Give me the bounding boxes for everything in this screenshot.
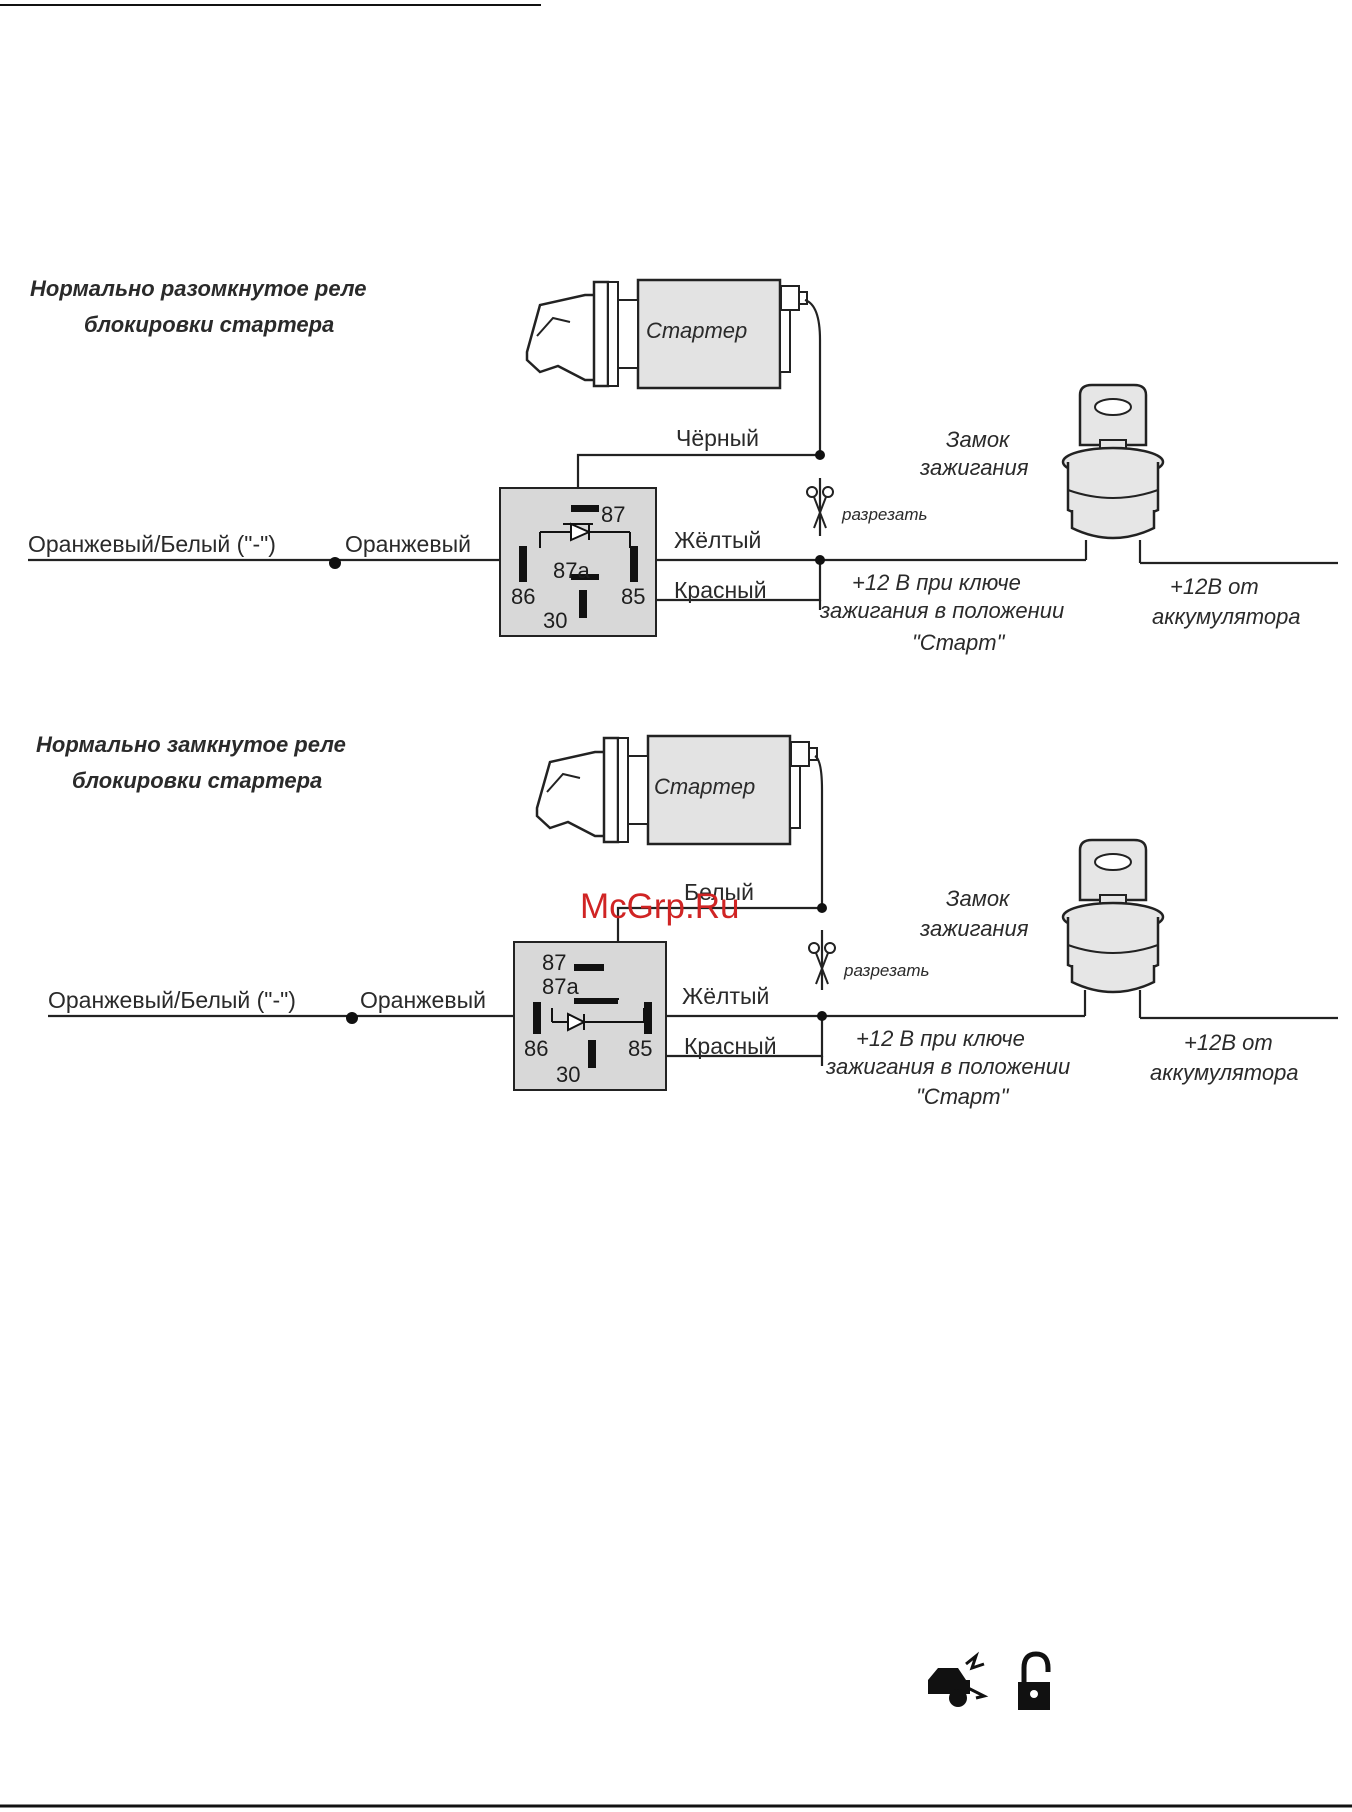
ignition-label-line3: "Старт" <box>916 1084 1010 1109</box>
lock-label-line1: Замок <box>946 886 1011 911</box>
diagram-title-line2: блокировки стартера <box>84 312 334 337</box>
diagram-title-line2: блокировки стартера <box>72 768 322 793</box>
pin-85-label: 85 <box>621 584 645 609</box>
junction-dot <box>329 557 341 569</box>
wire-label-yellow: Жёлтый <box>682 983 769 1009</box>
junction-dot <box>817 1011 827 1021</box>
starter-motor-icon: Стартер <box>525 278 808 390</box>
cut-label: разрезать <box>843 961 929 980</box>
ignition-label-line1: +12 В при ключе <box>852 570 1021 595</box>
pin-87a-label: 87a <box>542 974 579 999</box>
wire-label-red: Красный <box>684 1033 777 1059</box>
starter-motor-icon: Стартер <box>535 734 818 846</box>
battery-label-line1: +12В от <box>1184 1030 1273 1055</box>
ignition-label-line2: зажигания в положении <box>825 1054 1070 1079</box>
pin-30-label: 30 <box>556 1062 580 1087</box>
pin-30-label: 30 <box>543 608 567 633</box>
ignition-label-line1: +12 В при ключе <box>856 1026 1025 1051</box>
ignition-label-line2: зажигания в положении <box>819 598 1064 623</box>
junction-dot <box>346 1012 358 1024</box>
pin-86-label: 86 <box>511 584 535 609</box>
pin-87-label: 87 <box>542 950 566 975</box>
junction-dot <box>815 555 825 565</box>
pin-87a-label: 87a <box>553 558 590 583</box>
pin-85-label: 85 <box>628 1036 652 1061</box>
pin-87-label: 87 <box>601 502 625 527</box>
car-shock-icon <box>928 1651 989 1707</box>
wire-label-orange-white: Оранжевый/Белый ("-") <box>28 531 276 557</box>
unlocked-padlock-icon <box>1018 1651 1051 1710</box>
wire-label-orange: Оранжевый <box>360 987 486 1013</box>
diagram-title-line1: Нормально замкнутое реле <box>36 732 346 757</box>
wire-label-top: Чёрный <box>676 425 759 451</box>
wire-label-yellow: Жёлтый <box>674 527 761 553</box>
wire-label-orange-white: Оранжевый/Белый ("-") <box>48 987 296 1013</box>
wire-label-red: Красный <box>674 577 767 603</box>
junction-dot <box>815 450 825 460</box>
relay: 87 87a 86 85 30 <box>499 487 657 637</box>
cut-label: разрезать <box>841 505 927 524</box>
ignition-lock-icon <box>1061 838 1165 994</box>
wire-label-orange: Оранжевый <box>345 531 471 557</box>
watermark-text: McGrp.Ru <box>580 887 739 926</box>
wire-label-top: Белый <box>684 879 754 905</box>
battery-label-line1: +12В от <box>1170 574 1259 599</box>
lock-label-line2: зажигания <box>919 455 1029 480</box>
starter-label: Стартер <box>646 318 747 343</box>
starter-label: Стартер <box>654 774 755 799</box>
battery-label-line2: аккумулятора <box>1152 604 1301 629</box>
scissors-icon <box>808 942 836 985</box>
lock-label-line1: Замок <box>946 427 1011 452</box>
battery-label-line2: аккумулятора <box>1150 1060 1299 1085</box>
diagram-normally-closed: Нормально замкнутое реле блокировки стар… <box>36 732 1338 1109</box>
scissors-icon <box>806 486 834 529</box>
relay: 87 87a 86 85 30 <box>513 941 667 1091</box>
ignition-label-line3: "Старт" <box>912 630 1006 655</box>
ignition-lock-icon <box>1061 383 1165 540</box>
junction-dot <box>817 903 827 913</box>
pin-86-label: 86 <box>524 1036 548 1061</box>
diagram-title-line1: Нормально разомкнутое реле <box>30 276 366 301</box>
diagram-normally-open: Нормально разомкнутое реле блокировки ст… <box>28 276 1338 655</box>
lock-label-line2: зажигания <box>919 916 1029 941</box>
